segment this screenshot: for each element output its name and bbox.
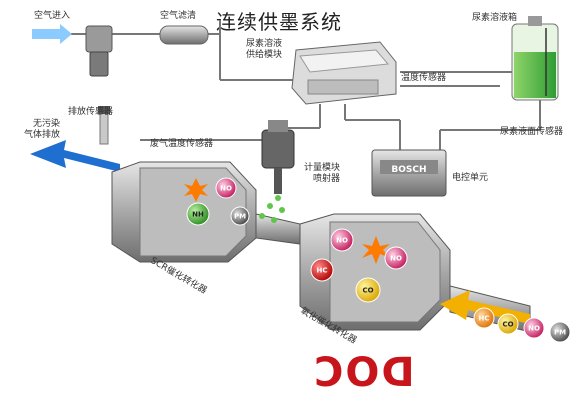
molecule-label: NO (336, 237, 348, 245)
tank-temp-sensor-label: 温度传感器 (401, 71, 446, 83)
molecule-label: PM (234, 213, 246, 221)
ecu-unit (371, 149, 447, 197)
molecule-label: CO (362, 287, 373, 295)
ecu-label: 电控单元 (452, 171, 488, 183)
urea-pump-module (291, 41, 397, 105)
air-filter-label: 空气滤清 (160, 9, 196, 21)
level-sensor-label: 尿素液面传感器 (500, 125, 563, 137)
molecule-pm (549, 321, 571, 343)
air-in-label: 空气进入 (34, 9, 70, 21)
dosing-module (261, 120, 295, 194)
urea-spray (259, 195, 285, 223)
ecu-brand: BOSCH (391, 165, 426, 175)
urea-tank-label: 尿素溶液箱 (472, 11, 517, 23)
molecule-co (355, 277, 381, 303)
exhaust-sensor (98, 106, 110, 145)
exhaust-sensor-label: 排放传感器 (68, 105, 113, 117)
molecule-no (523, 317, 545, 339)
molecule-no (330, 228, 354, 252)
urea-pump-label: 尿素溶液供给模块 (246, 37, 282, 60)
air-filter-assembly (85, 25, 209, 77)
molecule-co (497, 313, 519, 335)
gas-molecules: NO NH PM NO HC CO NO HC CO NO PM (186, 177, 571, 343)
clean-exhaust-arrow-icon (30, 140, 120, 172)
molecule-hc (473, 307, 495, 329)
molecule-label: NO (220, 185, 232, 193)
clean-exhaust-label: 无污染气体排放 (24, 117, 60, 140)
dosing-label: 计量模块喷射器 (304, 161, 340, 184)
molecule-label: NO (528, 325, 540, 333)
air-intake-arrow-icon (32, 24, 72, 44)
molecule-label: NO (390, 255, 402, 263)
molecule-label: NH (192, 211, 204, 219)
molecule-label: HC (317, 267, 328, 275)
doc-title: DOC (312, 350, 415, 396)
molecule-label: CO (502, 321, 513, 329)
exhaust-temp-label: 废气温度传感器 (150, 137, 213, 149)
page-title: 连续供墨系统 (216, 10, 342, 34)
molecule-label: PM (554, 329, 566, 337)
urea-tank (511, 16, 559, 101)
spark-icon (184, 178, 390, 264)
molecule-pm (230, 206, 250, 226)
molecule-no (215, 177, 237, 199)
molecule-label: HC (479, 315, 490, 323)
molecule-nh (186, 202, 210, 226)
molecule-hc (310, 258, 334, 282)
molecule-no (384, 246, 408, 270)
